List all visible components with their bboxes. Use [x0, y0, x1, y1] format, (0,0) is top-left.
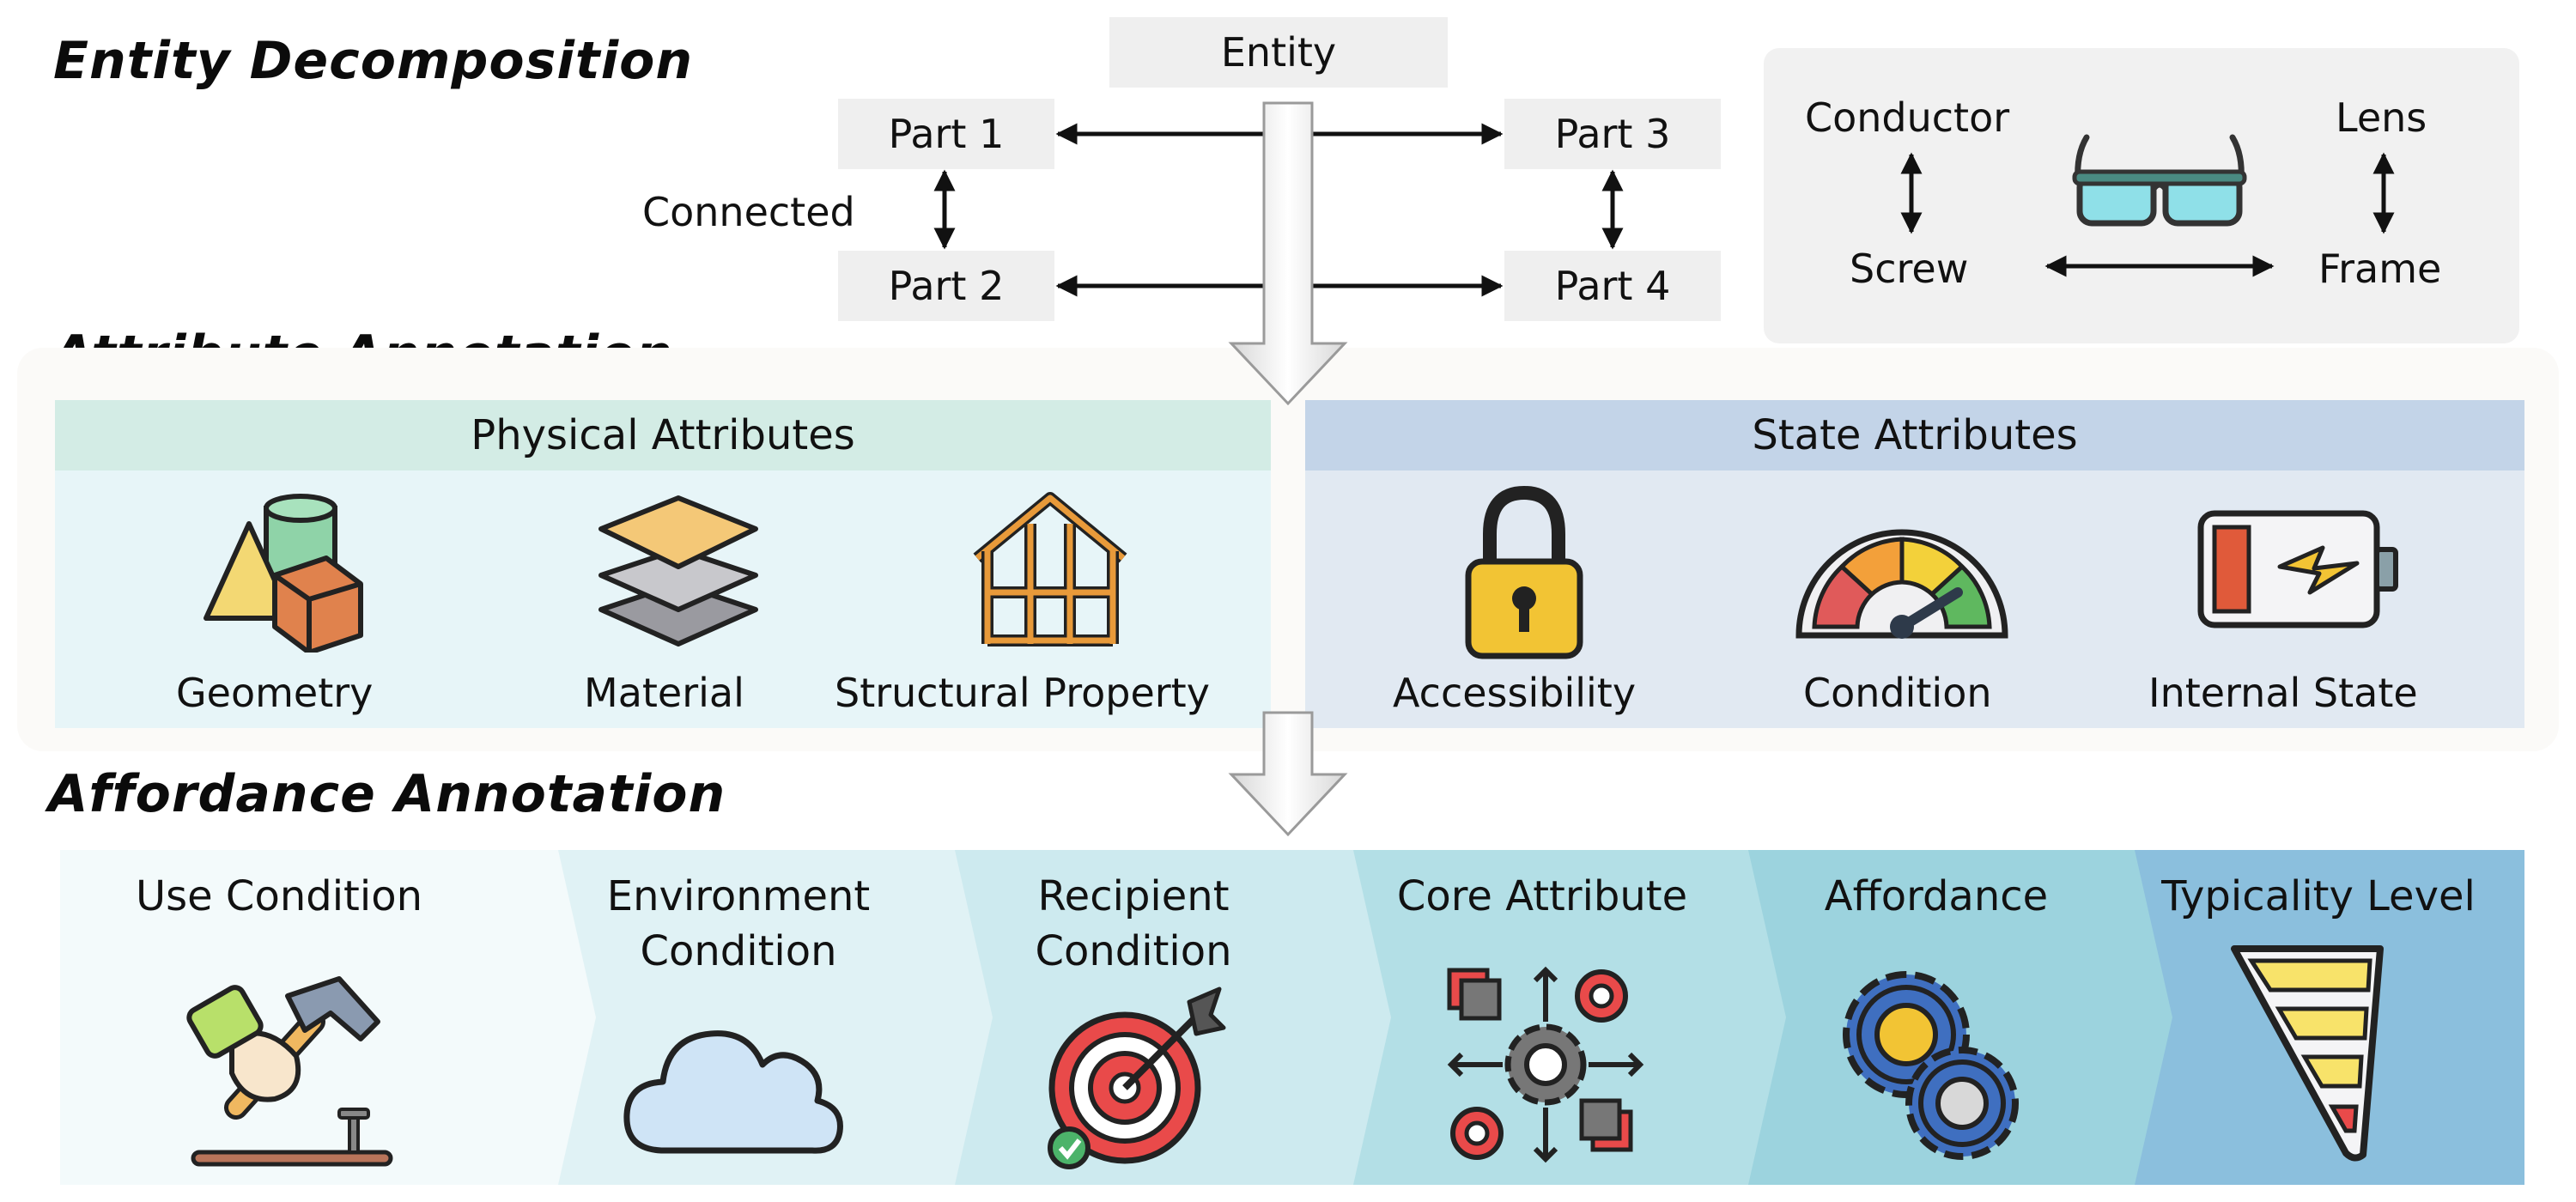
core-attribute-icon — [1447, 966, 1644, 1163]
use-condition-text: Use Condition — [136, 872, 422, 920]
gears-icon — [1843, 971, 2019, 1160]
structural-property-label: Structural Property — [835, 670, 1210, 716]
section-title-entity-decomposition: Entity Decomposition — [53, 31, 694, 91]
part-3-box: Part 3 — [1504, 99, 1721, 169]
connected-label: Connected — [642, 189, 855, 235]
target-icon — [1048, 986, 1226, 1169]
example-lens-label: Lens — [2336, 94, 2427, 141]
physical-attributes-title: Physical Attributes — [471, 411, 855, 459]
battery-icon — [2197, 510, 2398, 628]
state-attributes-header: State Attributes — [1305, 400, 2524, 470]
hammer-hand-icon — [186, 976, 393, 1167]
gauge-icon — [1795, 529, 2008, 639]
typicality-level-icon — [2231, 945, 2384, 1162]
glasses-icon — [2072, 134, 2247, 227]
affordance-step-1-label: Use Condition — [77, 869, 481, 924]
typicality-level-text: Typicality Level — [2161, 872, 2476, 920]
affordance-step-4-label: Core Attribute — [1345, 869, 1740, 924]
affordance-text: Affordance — [1824, 872, 2049, 920]
lock-icon — [1465, 485, 1583, 659]
entity-box: Entity — [1109, 17, 1448, 88]
recipient-text: Recipient — [1037, 872, 1230, 920]
cloud-icon — [623, 1030, 843, 1154]
material-icon — [598, 495, 758, 647]
material-label: Material — [584, 670, 744, 716]
recipient-condition-text: Condition — [1035, 927, 1232, 975]
geometry-label: Geometry — [176, 670, 374, 716]
environment-condition-text: Condition — [640, 927, 837, 975]
internal-state-label: Internal State — [2148, 670, 2418, 716]
section-title-affordance-annotation: Affordance Annotation — [48, 764, 726, 824]
condition-label: Condition — [1803, 670, 1992, 716]
part-1-box: Part 1 — [838, 99, 1054, 169]
state-attributes-title: State Attributes — [1752, 411, 2078, 459]
example-screw-label: Screw — [1850, 246, 1969, 292]
geometry-icon — [204, 494, 363, 653]
environment-text: Environment — [606, 872, 871, 920]
affordance-step-5-label: Affordance — [1743, 869, 2129, 924]
house-frame-icon — [973, 492, 1127, 647]
example-conductor-label: Conductor — [1805, 94, 2010, 141]
affordance-step-4-bg — [1314, 850, 1786, 1185]
accessibility-label: Accessibility — [1393, 670, 1637, 716]
example-frame-label: Frame — [2318, 246, 2442, 292]
entity-to-attribute-arrow — [1228, 101, 1348, 406]
part-4-box: Part 4 — [1504, 251, 1721, 321]
physical-attributes-header: Physical Attributes — [55, 400, 1271, 470]
affordance-step-6-label: Typicality Level — [2129, 869, 2507, 924]
core-attribute-text: Core Attribute — [1396, 872, 1688, 920]
part-2-box: Part 2 — [838, 251, 1054, 321]
attribute-to-affordance-arrow — [1228, 711, 1348, 837]
